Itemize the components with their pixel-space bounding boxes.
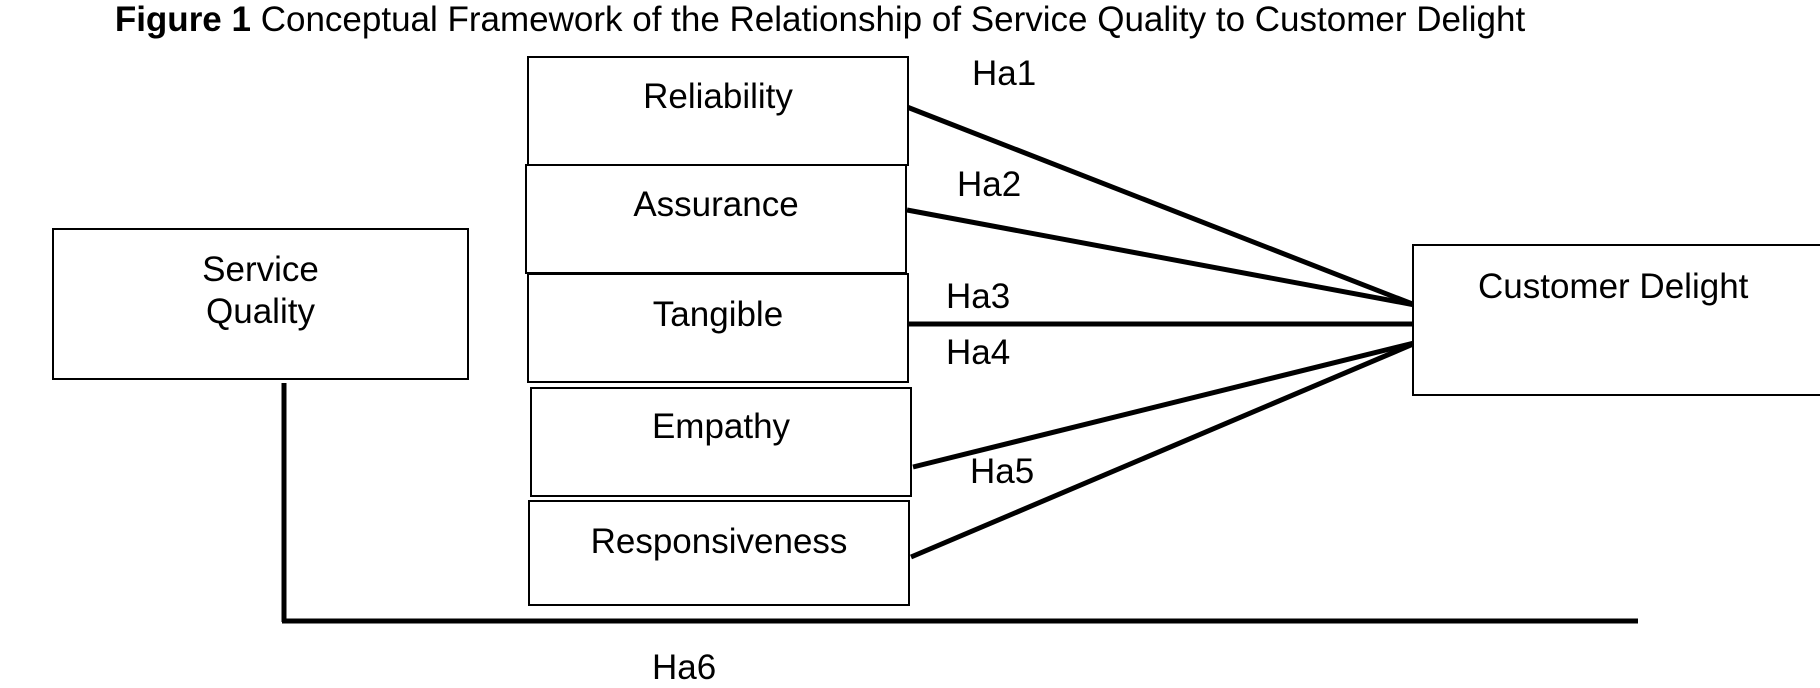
assurance-connector xyxy=(906,207,1416,308)
responsiveness-label: Responsiveness xyxy=(590,522,848,561)
service-quality-label-line1: Service xyxy=(202,250,319,289)
reliability-box: Reliability xyxy=(527,56,909,166)
hypothesis-ha1: Ha1 xyxy=(972,54,1037,93)
empathy-label: Empathy xyxy=(651,407,791,446)
figure-title: Figure 1 Conceptual Framework of the Rel… xyxy=(0,0,1640,40)
service-quality-label-line2: Quality xyxy=(206,292,315,331)
hypothesis-ha3: Ha3 xyxy=(946,277,1011,316)
customer-delight-label: Customer Delight xyxy=(1478,267,1749,306)
empathy-connector xyxy=(912,339,1419,470)
assurance-label: Assurance xyxy=(633,185,799,224)
tangible-box: Tangible xyxy=(527,273,909,383)
figure-label: Figure 1 xyxy=(114,0,251,39)
hypothesis-ha4: Ha4 xyxy=(946,333,1011,372)
hypothesis-ha6: Ha6 xyxy=(652,648,717,687)
responsiveness-box: Responsiveness xyxy=(528,500,910,606)
customer-delight-box: Customer Delight xyxy=(1412,244,1820,396)
reliability-label: Reliability xyxy=(643,77,793,116)
tangible-label: Tangible xyxy=(652,295,784,334)
service-quality-box: Service Quality xyxy=(52,228,469,380)
assurance-box: Assurance xyxy=(525,164,907,274)
hypothesis-ha2: Ha2 xyxy=(957,165,1022,204)
empathy-box: Empathy xyxy=(530,387,912,497)
figure-caption: Conceptual Framework of the Relationship… xyxy=(260,0,1526,39)
reliability-connector xyxy=(906,104,1416,308)
responsiveness-connector xyxy=(910,339,1419,560)
hypothesis-ha5: Ha5 xyxy=(970,452,1035,491)
